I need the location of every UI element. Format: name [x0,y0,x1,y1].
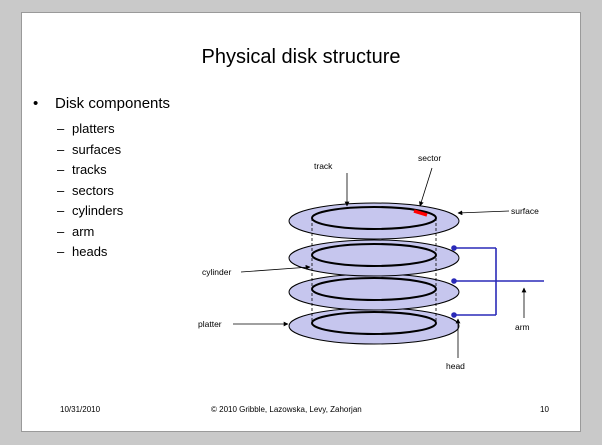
list-item-text: cylinders [72,203,124,218]
head-1 [451,245,457,251]
disk-diagram: track sector surface cylinder platter ar… [198,153,544,371]
list-item: –surfaces [57,140,123,161]
dash-icon: – [57,162,65,177]
list-item-text: heads [72,244,108,259]
list-item: –sectors [57,181,123,202]
dash-icon: – [57,203,65,218]
label-arm: arm [515,322,530,332]
list-item: –platters [57,119,123,140]
bullet-icon: • [33,95,39,112]
platter-4 [288,307,460,345]
list-item: –heads [57,242,123,263]
label-surface: surface [511,206,539,216]
dash-icon: – [57,121,65,136]
head-2 [451,278,457,284]
label-cylinder: cylinder [202,267,231,277]
bullet-text: Disk components [55,95,171,112]
dash-icon: – [57,182,65,198]
list-item-text: platters [72,121,115,136]
bullet-disk-components: • Disk components [33,95,170,112]
footer-date: 10/31/2010 [60,405,101,414]
platter-3 [288,273,460,311]
label-sector: sector [418,153,441,163]
list-item-text: arm [72,223,95,239]
platter-1 [288,202,460,240]
list-item: –arm [57,222,123,243]
footer-copyright: © 2010 Gribble, Lazowska, Levy, Zahorjan [211,405,362,414]
footer-page-number: 10 [540,405,549,414]
surface-pointer [457,210,510,216]
label-track: track [314,161,333,171]
slide-title: Physical disk structure [201,46,401,68]
label-platter: platter [198,319,222,329]
sector-pointer [419,167,433,207]
list-item-text: surfaces [72,141,122,157]
list-item-text: sectors [72,182,114,198]
head-3 [451,312,457,318]
arm-assembly [454,247,544,316]
slide: Physical disk structure • Disk components… [21,12,581,432]
platter-2 [288,239,460,277]
label-head: head [446,361,465,371]
list-item: –tracks [57,160,123,181]
component-list: –platters –surfaces –tracks –sectors –cy… [57,119,123,263]
list-item-text: tracks [72,162,107,177]
dash-icon: – [57,223,65,239]
list-item: –cylinders [57,201,123,222]
cylinder-pointer [240,264,311,273]
sector-mark [413,209,428,217]
dash-icon: – [57,244,65,259]
dash-icon: – [57,141,65,157]
